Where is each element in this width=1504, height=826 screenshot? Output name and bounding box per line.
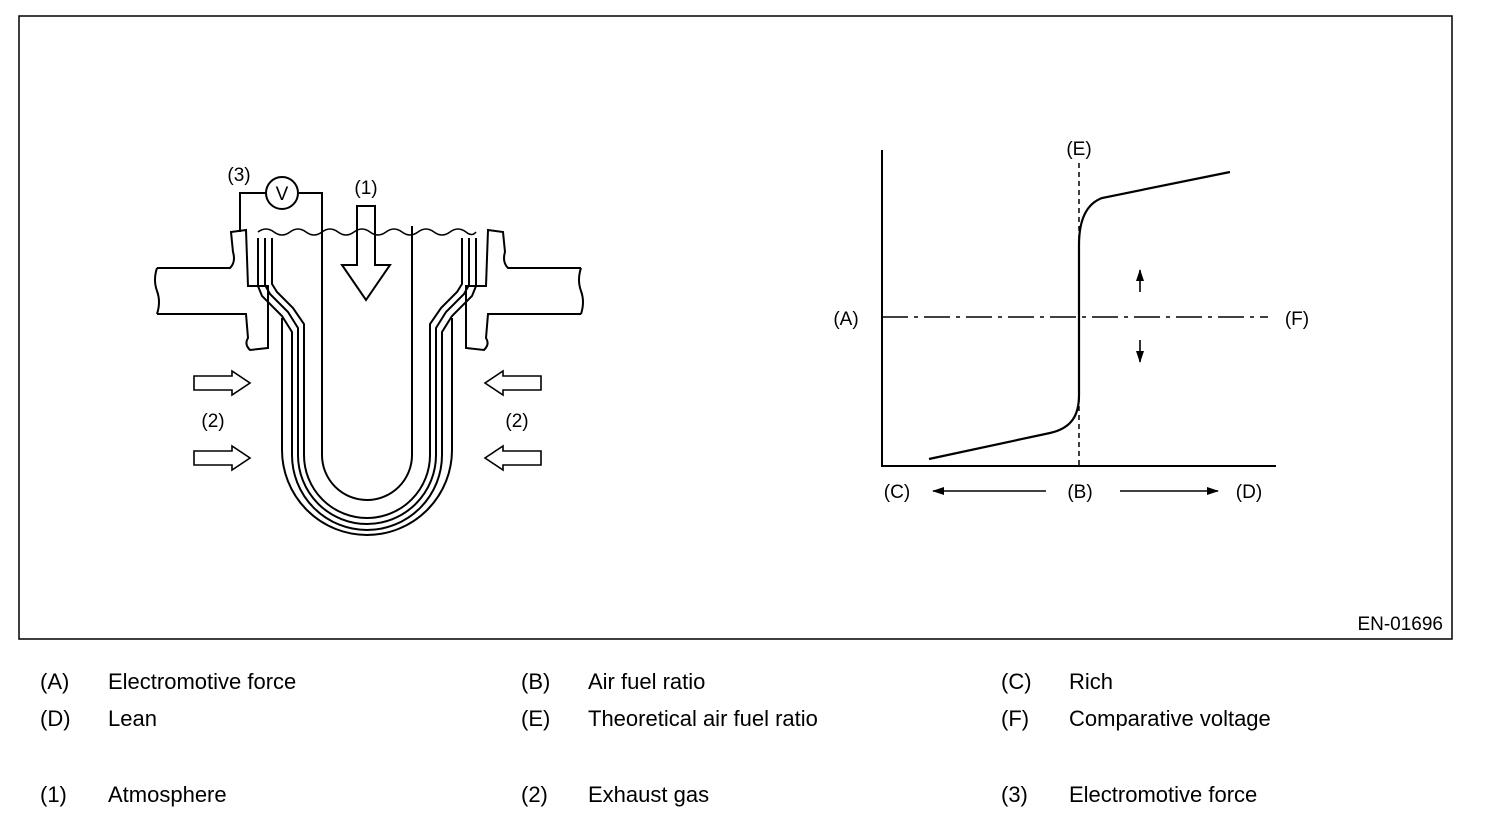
circuit-wire-right xyxy=(298,192,323,226)
legend-text: Comparative voltage xyxy=(1069,706,1271,731)
exhaust-arrow-left-upper xyxy=(193,369,252,397)
voltmeter xyxy=(265,176,299,210)
exhaust-arrow-left-lower xyxy=(193,444,252,472)
legend-key: (F) xyxy=(1001,706,1030,731)
legend-key: (C) xyxy=(1001,669,1032,694)
legend-key: (3) xyxy=(1001,782,1028,807)
label-emf: (3) xyxy=(227,165,250,186)
legend-text: Atmosphere xyxy=(108,782,227,807)
pipe-break-left xyxy=(154,267,160,315)
exhaust-arrow-right-lower xyxy=(483,444,542,472)
legend-text: Electromotive force xyxy=(108,669,297,694)
legend-key: (A) xyxy=(40,669,70,694)
exhaust-arrow-right-upper xyxy=(483,369,542,397)
sensor-layer-3 xyxy=(271,238,463,519)
label-B: (B) xyxy=(1067,482,1092,503)
figure-frame xyxy=(18,15,1453,640)
legend-text: Lean xyxy=(108,706,157,731)
legend-key: (E) xyxy=(521,706,551,731)
legend-text: Exhaust gas xyxy=(588,782,710,807)
graph-axes xyxy=(881,150,1276,467)
sensor-top-break xyxy=(257,228,477,236)
label-exhaust-left: (2) xyxy=(201,411,224,432)
label-C: (C) xyxy=(884,482,910,503)
label-exhaust-right: (2) xyxy=(505,411,528,432)
legend-text: Rich xyxy=(1069,669,1114,694)
pipe-wall-left xyxy=(157,228,269,352)
sensor-sleeve xyxy=(281,318,453,536)
atmosphere-arrow xyxy=(340,205,392,302)
voltmeter-symbol: V xyxy=(276,184,289,205)
legend-key: (D) xyxy=(40,706,71,731)
sensor-diagram xyxy=(154,176,584,536)
sensor-outer-layer xyxy=(257,238,477,531)
legend-text: Electromotive force xyxy=(1069,782,1258,807)
output-graph xyxy=(881,150,1276,495)
circuit-wire-left xyxy=(239,192,266,232)
legend-key: (B) xyxy=(521,669,551,694)
sensor-layer-2 xyxy=(264,238,470,525)
pipe-wall-right xyxy=(465,228,581,352)
label-A: (A) xyxy=(833,309,858,330)
sensor-inner-chamber xyxy=(321,226,413,501)
figure-code: EN-01696 xyxy=(1357,614,1443,635)
legend-text: Air fuel ratio xyxy=(588,669,706,694)
label-D: (D) xyxy=(1236,482,1262,503)
label-E: (E) xyxy=(1066,139,1091,160)
output-curve xyxy=(928,170,1231,461)
legend-key: (2) xyxy=(521,782,548,807)
legend-key: (1) xyxy=(40,782,67,807)
label-F: (F) xyxy=(1285,309,1309,330)
label-atmosphere: (1) xyxy=(354,178,377,199)
pipe-break-right xyxy=(578,267,584,315)
legend-text: Theoretical air fuel ratio xyxy=(588,706,818,731)
